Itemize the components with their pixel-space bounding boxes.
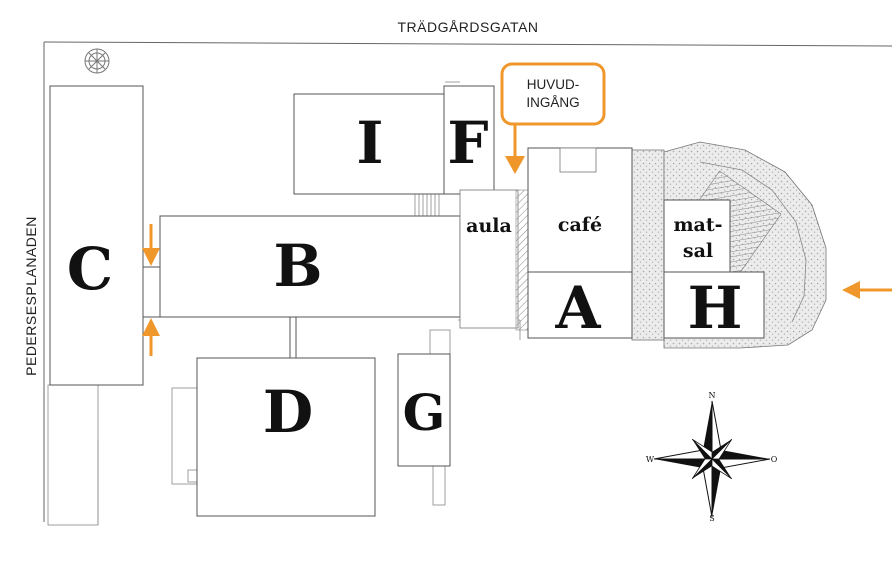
room-cafe-label: café (558, 214, 602, 236)
building-c-label: C (67, 235, 113, 303)
entrance-arrow-up-icon (142, 318, 160, 356)
street-west-label: PEDERSESPLANADEN (23, 216, 39, 376)
compass-north-label: N (709, 391, 716, 400)
building-d (196, 357, 376, 517)
cafe-counter (559, 147, 597, 173)
room-matsal-label-1: mat- (673, 214, 722, 236)
street-north-label: TRÄDGÅRDSGATAN (397, 19, 538, 35)
main-entrance-arrow-icon (505, 124, 525, 174)
building-a (527, 271, 633, 339)
building-g-label: G (403, 383, 446, 442)
main-entrance-line1: HUVUD- (527, 77, 580, 92)
main-entrance-line2: INGÅNG (526, 95, 579, 110)
plaza-inner-curve (699, 161, 807, 323)
building-d-label: D (263, 378, 313, 446)
matsal-building (663, 199, 731, 273)
link-b-d (289, 317, 297, 358)
building-f-label: F (447, 109, 488, 177)
compass-west-label: W (646, 455, 655, 464)
corridor-c-b (142, 266, 161, 318)
building-b (159, 215, 461, 318)
stairs (414, 194, 440, 216)
room-aula-label: aula (466, 215, 512, 237)
tree-icon (84, 48, 110, 74)
entrance-arrow-down-icon (142, 224, 160, 266)
building-g (397, 353, 451, 467)
compass-rose-icon (653, 400, 771, 518)
ramp (515, 189, 529, 331)
building-h-label: H (688, 274, 743, 342)
compass-south-label: S (709, 514, 714, 523)
aula-area (459, 189, 519, 329)
building-h (663, 271, 765, 339)
compass-east-label: O (771, 455, 778, 464)
building-c (49, 85, 144, 386)
building-a-label: A (554, 274, 601, 342)
building-i-label: I (356, 109, 383, 177)
site-boundary (43, 41, 892, 522)
building-f (443, 85, 495, 195)
building-b-label: B (273, 232, 322, 300)
room-matsal-label-2: sal (683, 240, 713, 262)
main-entrance-callout (500, 62, 606, 126)
paved-strip (631, 149, 665, 341)
entrance-arrow-left-icon (842, 281, 892, 299)
